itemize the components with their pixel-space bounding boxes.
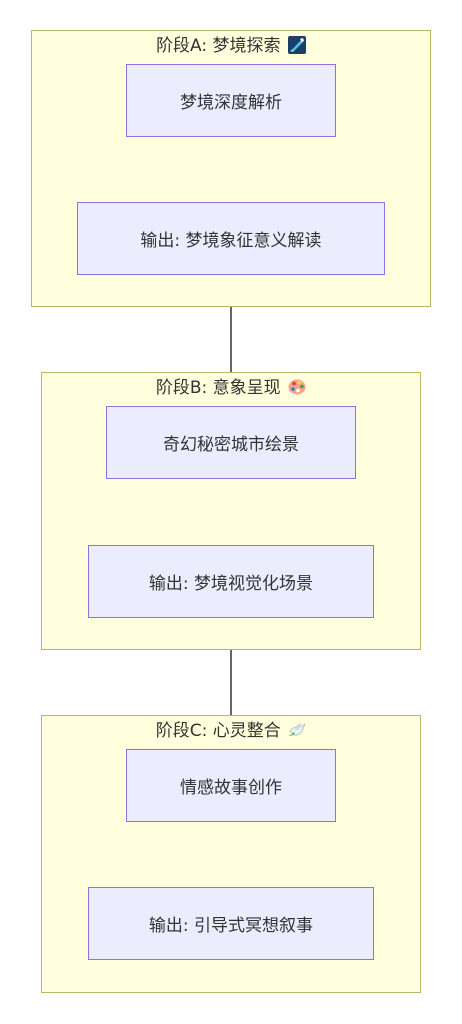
cluster-title: 阶段A: 梦境探索 [32, 35, 430, 57]
node-label: 情感故事创作 [180, 778, 282, 798]
cluster-title-text: 阶段A: 梦境探索 [156, 36, 281, 56]
palette-icon [288, 379, 306, 395]
node-dream-symbol-output[interactable]: 输出: 梦境象征意义解读 [77, 202, 385, 275]
dove-icon [288, 722, 307, 736]
cluster-title: 阶段B: 意象呈现 [42, 377, 420, 399]
cluster-title-text: 阶段B: 意象呈现 [155, 378, 281, 398]
node-label: 输出: 引导式冥想叙事 [148, 916, 314, 936]
node-guided-meditation-output[interactable]: 输出: 引导式冥想叙事 [88, 887, 374, 960]
brush-icon [287, 36, 306, 54]
node-label: 梦境深度解析 [180, 93, 282, 113]
node-label: 输出: 梦境象征意义解读 [140, 231, 322, 251]
node-dream-analysis[interactable]: 梦境深度解析 [126, 64, 336, 137]
node-label: 奇幻秘密城市绘景 [163, 435, 299, 455]
node-visual-scene-output[interactable]: 输出: 梦境视觉化场景 [88, 545, 374, 618]
node-label: 输出: 梦境视觉化场景 [148, 574, 314, 594]
cluster-title: 阶段C: 心灵整合 [42, 720, 420, 742]
node-emotional-story[interactable]: 情感故事创作 [126, 749, 336, 822]
node-secret-city-painting[interactable]: 奇幻秘密城市绘景 [106, 406, 356, 479]
cluster-title-text: 阶段C: 心灵整合 [155, 721, 281, 741]
